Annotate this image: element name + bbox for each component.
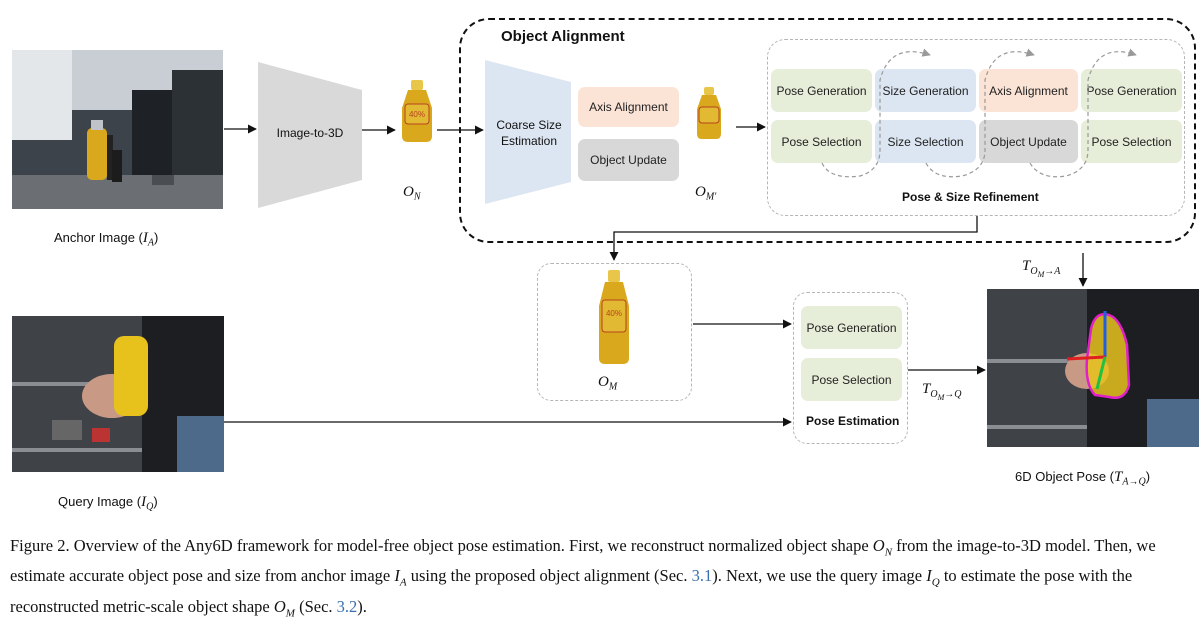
anchor-image (12, 50, 223, 209)
coarse-size-estimation-label: Coarse Size Estimation (496, 118, 562, 148)
om-label: OM (598, 374, 618, 393)
section-ref-link[interactable]: 3.2 (336, 596, 358, 616)
om-panel (537, 263, 692, 401)
t-om-a-label: TOM→A (1022, 258, 1061, 279)
section-ref-link[interactable]: 3.1 (691, 566, 713, 586)
refine-size-selection-box: Size Selection (875, 120, 976, 163)
axis-alignment-box: Axis Alignment (578, 87, 679, 127)
refine-axis-alignment-box: Axis Alignment (979, 69, 1078, 112)
query-image-label: Query Image (IQ) (58, 494, 158, 513)
mustard-bottle-icon (697, 87, 721, 139)
arrow-refinement-to-om (609, 216, 978, 261)
query-image (12, 316, 224, 472)
estimation-pose-selection-box: Pose Selection (801, 358, 902, 401)
svg-text:40%: 40% (606, 309, 622, 318)
result-image (987, 289, 1199, 447)
image-to-3d-block (258, 62, 362, 208)
pose-size-refinement-title: Pose & Size Refinement (902, 190, 1039, 204)
on-label: ON (403, 184, 421, 203)
refine-pose-selection-box-2: Pose Selection (1081, 120, 1182, 163)
image-to-3d-label: Image-to-3D (276, 126, 344, 140)
svg-text:40%: 40% (409, 110, 425, 119)
refine-pose-selection-box-1: Pose Selection (771, 120, 872, 163)
pose-size-refinement-panel (767, 39, 1185, 216)
flow-arrows (224, 48, 1137, 427)
om-prime-label: OM′ (695, 184, 717, 203)
refine-pose-generation-box-1: Pose Generation (771, 69, 872, 112)
refinement-loop-arrows (821, 48, 1137, 178)
coarse-size-estimation-block (485, 60, 571, 204)
six-d-pose-label: 6D Object Pose (TA→Q) (1015, 469, 1151, 488)
refine-object-update-box: Object Update (979, 120, 1078, 163)
query-scene-icon (12, 316, 224, 472)
object-update-box: Object Update (578, 139, 679, 181)
anchor-image-label: Anchor Image (IA) (54, 230, 159, 249)
pose-estimation-title: Pose Estimation (806, 414, 900, 428)
pose-overlay-scene-icon (987, 289, 1199, 447)
pose-estimation-panel (793, 292, 908, 444)
refine-pose-generation-box-2: Pose Generation (1081, 69, 1182, 112)
anchor-scene-icon (12, 50, 223, 209)
t-om-q-label: TOM→Q (922, 381, 962, 402)
mustard-bottle-icon: 40% (402, 80, 432, 142)
mustard-bottle-icon: 40% (599, 270, 629, 364)
figure-caption: Figure 2. Overview of the Any6D framewor… (10, 536, 1156, 619)
object-alignment-title: Object Alignment (501, 28, 625, 45)
estimation-pose-generation-box: Pose Generation (801, 306, 902, 349)
refine-size-generation-box: Size Generation (875, 69, 976, 112)
